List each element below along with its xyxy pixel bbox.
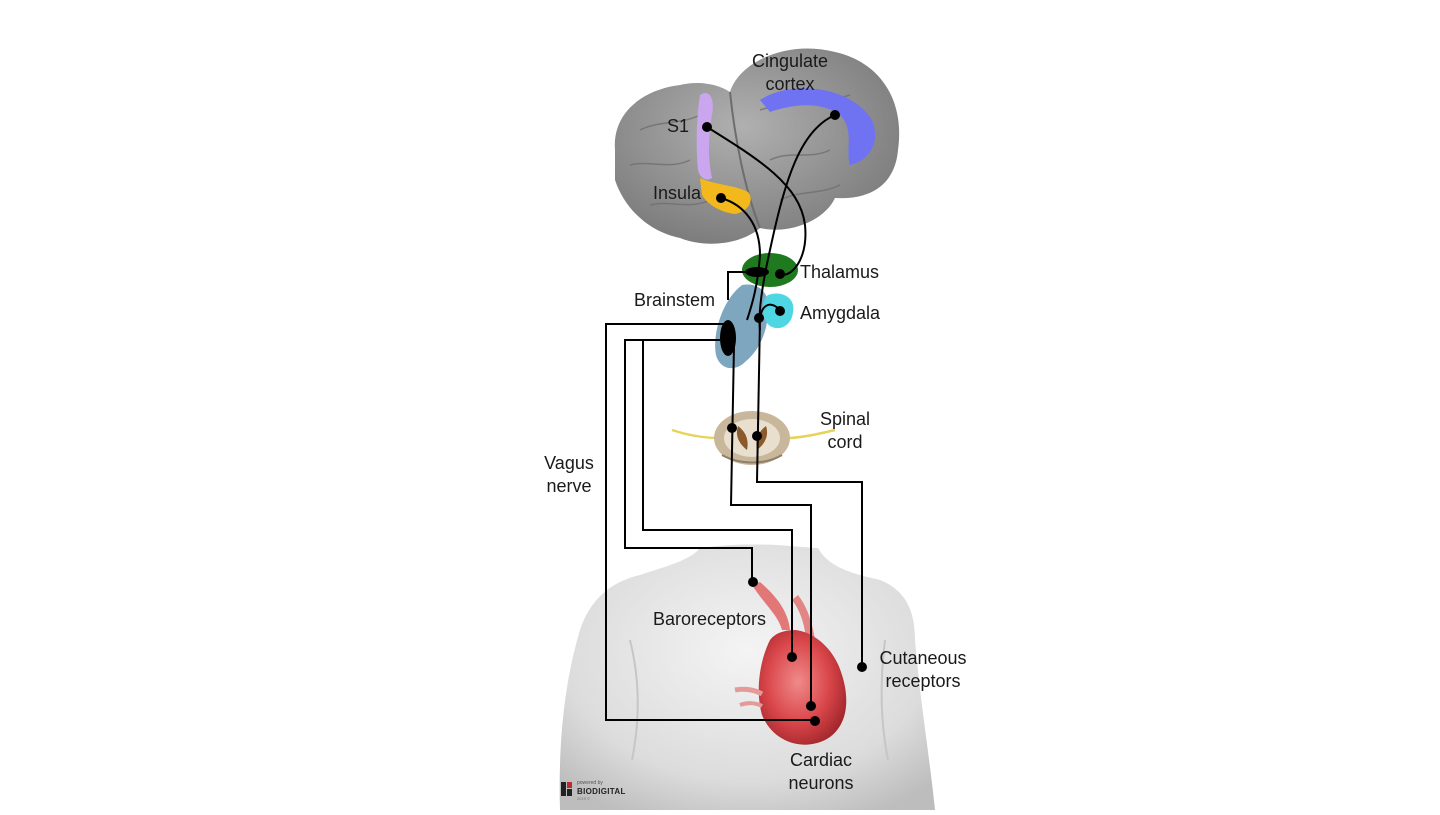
torso-illustration (559, 544, 935, 810)
cingulate-label-line1: Cingulate (751, 51, 829, 71)
cingulate-label: Cingulate cortex (740, 50, 840, 96)
biodigital-logo-mark (561, 782, 573, 796)
heart-illustration (734, 582, 847, 745)
spinal-cord-label: Spinal cord (805, 408, 885, 454)
pathway-endpoints (702, 110, 867, 726)
brainstem-node (720, 320, 736, 356)
heart-dot-middle (806, 701, 816, 711)
s1-region (696, 92, 713, 180)
heart-dot-lower (810, 716, 820, 726)
cardiac-neurons-label: Cardiac neurons (771, 749, 871, 795)
s1-label: S1 (667, 116, 690, 136)
baroreceptors-label: Baroreceptors (653, 609, 767, 629)
thalamus-dot (775, 269, 785, 279)
cingulate-region (760, 88, 876, 165)
s1-dot (702, 122, 712, 132)
insula-label: Insula (653, 183, 702, 203)
cutaneous-label-line2: receptors (885, 671, 961, 691)
spinal-label-line2: cord (827, 432, 863, 452)
amygdala-label: Amygdala (800, 303, 881, 323)
thalamus-label: Thalamus (800, 262, 880, 282)
cardiac-label-line2: neurons (788, 773, 854, 793)
brainstem-label: Brainstem (634, 290, 716, 310)
cutaneous-pathway (755, 317, 863, 667)
logo-year: 2019 © (577, 796, 590, 801)
s1-pathway (706, 126, 807, 276)
logo-brand: BIODIGITAL (577, 787, 626, 796)
spinal-dot-right (752, 431, 762, 441)
cardiac-label-line1: Cardiac (789, 750, 853, 770)
baroreceptor-dot (748, 577, 758, 587)
cingulate-dot (830, 110, 840, 120)
heart-dot-upper (787, 652, 797, 662)
vagus-pathway-inner (642, 339, 793, 657)
insula-pathway (720, 197, 762, 321)
thalamus-region (742, 253, 798, 287)
brainstem-dot (754, 313, 764, 323)
vagus-label-line1: Vagus (544, 453, 594, 473)
cingulate-pathway (758, 114, 836, 331)
vagus-pathway-outer (605, 323, 815, 721)
vagus-nerve-label: Vagus nerve (529, 452, 609, 498)
insula-dot (716, 193, 726, 203)
thalamus-node (745, 267, 769, 277)
logo-powered-by: powered by (577, 780, 603, 786)
spinal-label-line1: Spinal (819, 409, 871, 429)
spinal-dot-left (727, 423, 737, 433)
cutaneous-receptors-label: Cutaneous receptors (868, 647, 978, 693)
cingulate-label-line2: cortex (765, 74, 815, 94)
vagus-label-line2: nerve (546, 476, 592, 496)
amygdala-dot (775, 306, 785, 316)
brain-illustration (614, 48, 900, 244)
biodigital-logo: powered by BIODIGITAL 2019 © (561, 780, 631, 802)
cutaneous-dot (857, 662, 867, 672)
cutaneous-label-line1: Cutaneous (879, 648, 967, 668)
